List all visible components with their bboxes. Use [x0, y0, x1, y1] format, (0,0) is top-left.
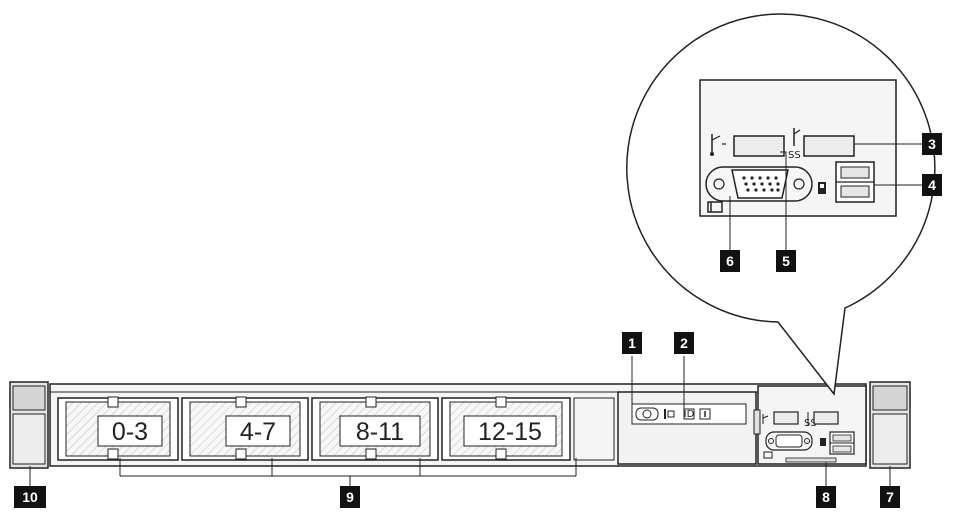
- xcc-management-icon: [818, 182, 826, 194]
- drive-bay-8-11[interactable]: 8-11: [311, 396, 439, 461]
- vga-icon: [707, 201, 723, 213]
- xcc-management-port[interactable]: [835, 161, 875, 203]
- drive-bay-0-3[interactable]: 0-3: [57, 396, 179, 461]
- drive-bay-12-15[interactable]: 12-15: [441, 396, 571, 461]
- drive-bay-label: 12-15: [478, 418, 542, 446]
- svg-text:ID: ID: [684, 409, 695, 420]
- rack-latch-left[interactable]: [9, 381, 49, 469]
- drive-bay-label: 8-11: [356, 418, 404, 446]
- system-id-icon[interactable]: ID: [683, 408, 695, 420]
- power-button-icon[interactable]: [635, 407, 659, 421]
- usb-icon: [710, 134, 726, 156]
- usb-3-port[interactable]: [803, 135, 855, 157]
- svg-text:3: 3: [928, 136, 936, 152]
- front-io-assembly: SS: [753, 385, 867, 465]
- callout-4: 4: [922, 174, 942, 196]
- svg-text:10: 10: [22, 489, 38, 505]
- callout-3: 3: [922, 133, 942, 155]
- network-activity-icon: [664, 409, 675, 419]
- usb-3-port[interactable]: [813, 411, 839, 425]
- operator-panel: ID: [617, 391, 757, 465]
- svg-text:8: 8: [822, 489, 830, 505]
- svg-text:9: 9: [346, 489, 354, 505]
- drive-bays: 0-3 4-7 8-11 12-15: [57, 396, 615, 461]
- usb-icon: [762, 414, 769, 424]
- svg-text:2: 2: [680, 335, 688, 351]
- callout-10: 10: [14, 486, 46, 508]
- svg-text:SS: SS: [804, 418, 817, 429]
- zoomed-view: SS: [626, 13, 936, 396]
- callout-2: 2: [674, 332, 694, 354]
- vga-connector[interactable]: [765, 431, 813, 451]
- xcc-management-port[interactable]: [829, 431, 855, 455]
- usb3-ss-icon: SS: [804, 412, 817, 429]
- vga-icon: [763, 451, 773, 459]
- callout-badges: 1 2 3 4 5 6 7 8: [14, 133, 942, 508]
- svg-text:6: 6: [726, 253, 734, 269]
- svg-text:1: 1: [628, 335, 636, 351]
- rack-latch-right[interactable]: [869, 381, 911, 469]
- drive-bay-label: 0-3: [112, 418, 148, 446]
- svg-text:5: 5: [782, 253, 790, 269]
- svg-text:7: 7: [886, 489, 894, 505]
- xcc-management-icon: [820, 438, 826, 446]
- callout-7: 7: [880, 486, 900, 508]
- vga-connector[interactable]: [705, 166, 813, 202]
- svg-text:SS: SS: [788, 150, 801, 161]
- blank-filler: [573, 397, 615, 461]
- usb3-ss-icon: SS: [788, 128, 801, 161]
- callout-8: 8: [816, 486, 836, 508]
- callout-9: 9: [340, 486, 360, 508]
- usb-2-port[interactable]: [773, 411, 799, 425]
- svg-text:4: 4: [928, 177, 936, 193]
- callout-1: 1: [622, 332, 642, 354]
- drive-bay-4-7[interactable]: 4-7: [181, 396, 309, 461]
- drive-bay-label: 4-7: [240, 418, 276, 446]
- leader-lines: [29, 143, 922, 486]
- callout-5: 5: [776, 250, 796, 272]
- system-error-icon: [699, 408, 711, 420]
- usb-2-port[interactable]: [733, 135, 785, 157]
- callout-6: 6: [720, 250, 740, 272]
